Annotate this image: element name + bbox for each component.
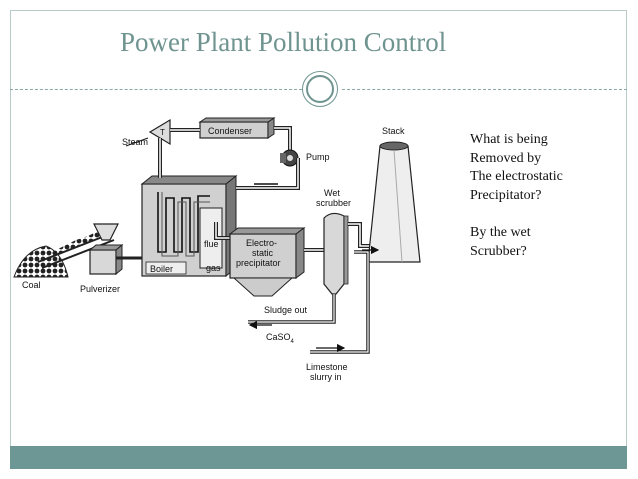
label-condenser: Condenser: [208, 126, 252, 136]
label-sludge-out: Sludge out: [264, 305, 308, 315]
label-limestone-2: slurry in: [310, 372, 342, 382]
question-line: Removed by: [470, 150, 542, 166]
hopper-funnel: [93, 223, 119, 241]
question-line: Scrubber?: [470, 243, 527, 259]
label-steam: Steam: [122, 137, 148, 147]
label-flue-1: flue: [204, 239, 219, 249]
wet-scrubber: [323, 212, 349, 295]
divider-circle-ornament: [302, 71, 338, 107]
slide-title: Power Plant Pollution Control: [120, 27, 447, 57]
label-stack: Stack: [382, 126, 405, 136]
divider-circle-inner: [306, 75, 334, 103]
label-flue-2: gas: [206, 263, 221, 273]
label-precipitator-3: precipitator: [236, 258, 281, 268]
label-precipitator-2: static: [252, 248, 274, 258]
question-line: What is being: [470, 132, 548, 147]
label-pulverizer: Pulverizer: [80, 284, 120, 294]
title-divider-right: [342, 89, 627, 90]
question-text: What is being Removed by The electrostat…: [470, 131, 620, 261]
label-pump: Pump: [306, 152, 330, 162]
question-line: By the wet: [470, 225, 531, 240]
label-limestone-1: Limestone: [306, 362, 348, 372]
electrostatic-precipitator: [228, 227, 306, 297]
condenser-unit: [198, 117, 276, 139]
label-wet-scrubber-2: scrubber: [316, 198, 351, 208]
pump-unit: [280, 149, 299, 167]
label-coal: Coal: [22, 280, 41, 290]
label-caso4: CaSO4: [266, 332, 295, 345]
title-divider-left: [10, 89, 302, 90]
question-line: Precipitator?: [470, 187, 542, 203]
label-precipitator-1: Electro-: [246, 238, 277, 248]
label-boiler: Boiler: [150, 264, 173, 274]
boiler-unit: [140, 174, 238, 278]
label-turbine: T: [160, 128, 165, 137]
smokestack: [367, 141, 421, 263]
footer-bar: [10, 446, 627, 469]
pulverizer-unit: [88, 243, 142, 276]
question-gap: [470, 205, 620, 224]
power-plant-diagram: Steam T Condenser Pump Stack Wet scrubbe…: [13, 117, 421, 382]
question-line: The electrostatic: [470, 169, 563, 184]
condensate-pipe: [274, 126, 292, 152]
label-wet-scrubber-1: Wet: [324, 188, 340, 198]
